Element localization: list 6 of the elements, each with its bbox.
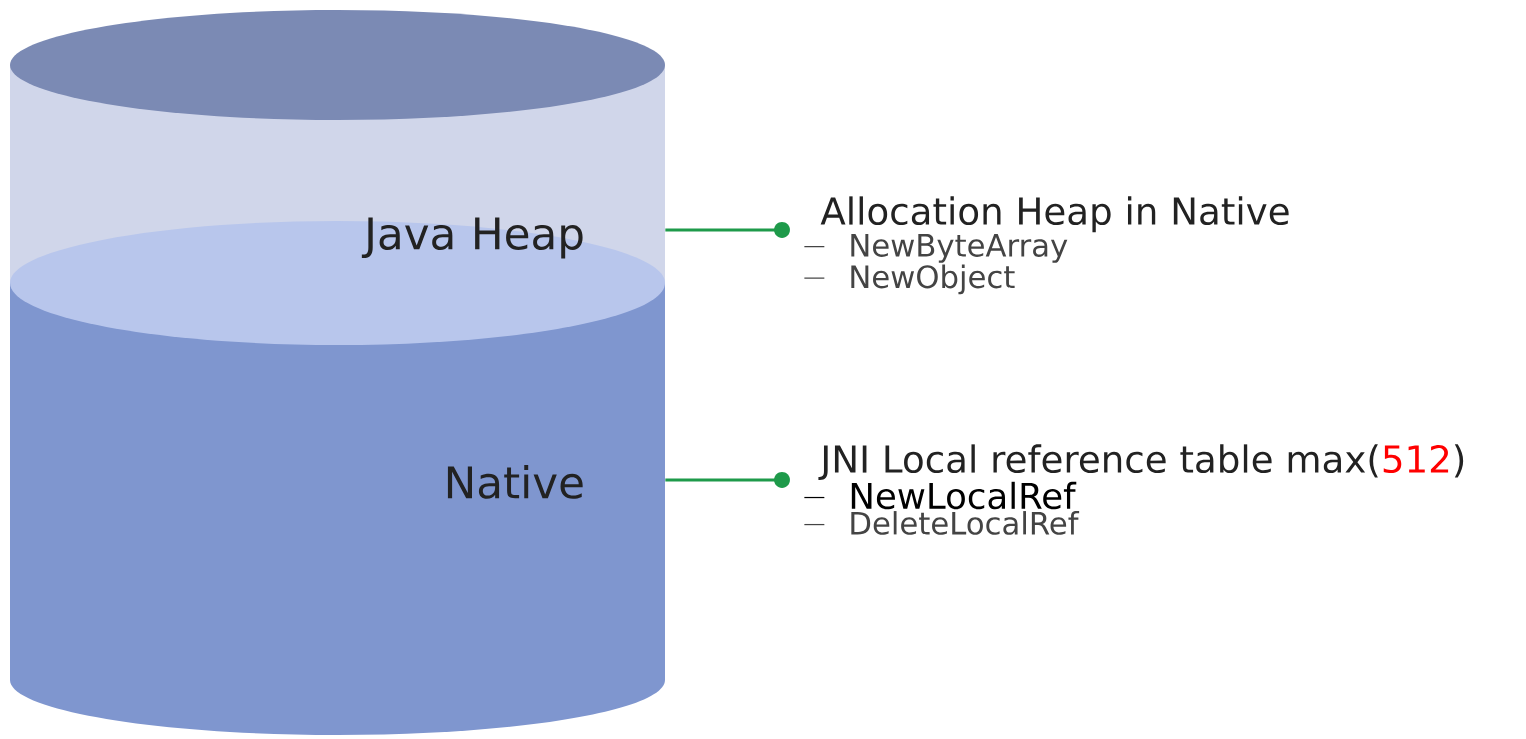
leader-line (665, 472, 790, 488)
leader-line (665, 222, 790, 238)
text-block: Allocation Heap in Native NewByteArray NewObject (803, 196, 1289, 295)
cylinder-section: Java Heap (361, 217, 583, 259)
cylinder-section: Native (447, 465, 583, 499)
text-block: JNI Local reference table max(512 ) NewLocalRef DeleteLocalRef (803, 444, 1464, 535)
